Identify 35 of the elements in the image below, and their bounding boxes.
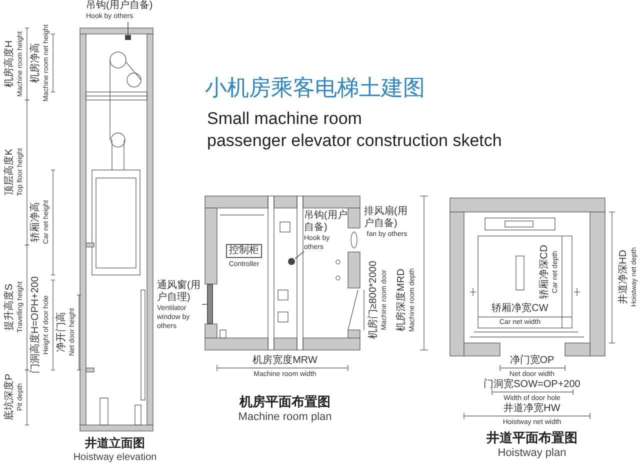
subheading: passenger elevator construction sketch (207, 130, 502, 152)
drawing-title: 井道立面图 (85, 436, 145, 451)
dimension-label: 提升高度S (4, 284, 16, 330)
dimension-label: 轿厢净宽CW (492, 303, 548, 315)
dimension-label: 井道净深HD (618, 250, 630, 304)
leader-line (202, 304, 208, 305)
drawing-title: Hoistway elevation (73, 451, 157, 464)
dimension-label: 井道净宽HW (504, 403, 560, 415)
window-opening (207, 284, 213, 324)
part-label: 通风窗(用户自理) (157, 280, 202, 304)
part-label: 排风扇(用户自备) (364, 206, 408, 230)
heading: 小机房乘客电梯土建图 (205, 74, 425, 102)
drawing-title: Hoistway plan (498, 446, 566, 460)
dimension-label: 机房深度MRD (396, 268, 408, 332)
dimension-label: 机房高度H (4, 40, 16, 88)
dimension-label: 机房宽度MRW (252, 355, 318, 367)
hook-symbol (125, 35, 131, 40)
drawing-title: 机房平面布置图 (240, 394, 330, 410)
part-label: 吊钩(用户自备) (304, 210, 348, 234)
leader-line (294, 251, 304, 260)
dimension-label: 机房门≥800*2000 (368, 260, 380, 340)
dimension-label: 门洞宽SOW=OP+200 (484, 379, 580, 391)
dimension-label: 净开门高 (56, 312, 68, 352)
dimension-label: 门洞高度H=OPH+200 (30, 276, 42, 374)
dimension-label: 轿厢净高 (30, 202, 42, 242)
part-label: 控制柜 (226, 244, 262, 258)
hook-symbol (288, 258, 295, 265)
dimension-label: 机房净高 (30, 43, 42, 83)
dimension-label: 轿厢净深CD (538, 244, 550, 300)
drawing-title: 井道平面布置图 (486, 430, 578, 446)
subheading: Small machine room (207, 108, 362, 130)
dimension-label: 顶层高度K (4, 148, 16, 196)
drawing-title: Machine room plan (238, 410, 332, 424)
dimension-label: 底坑深度P (4, 374, 16, 420)
dimension-label: 净门宽OP (510, 355, 554, 367)
